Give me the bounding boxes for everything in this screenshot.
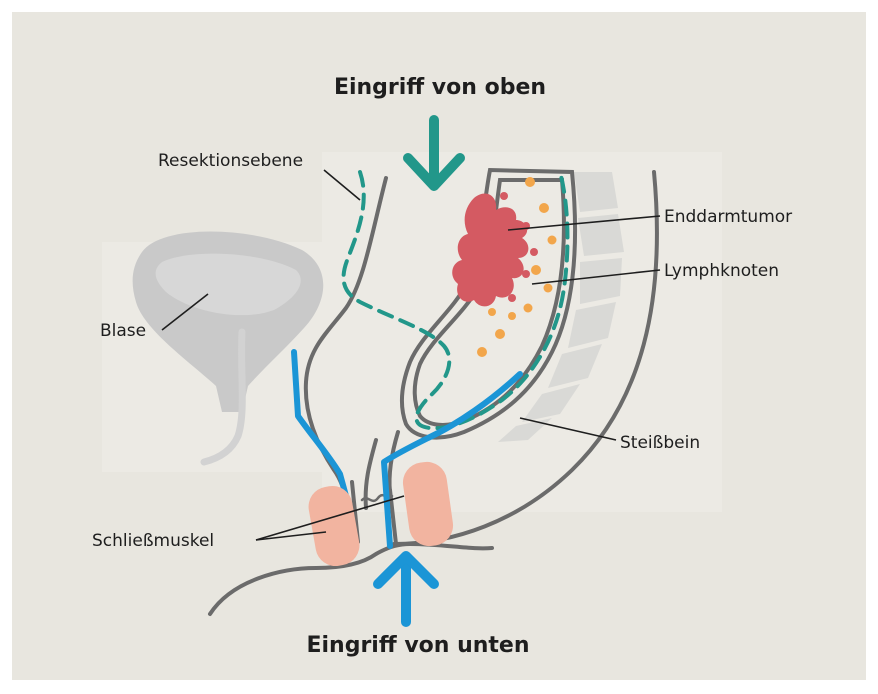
label-bladder: Blase <box>100 321 146 341</box>
anatomy-diagram: Eingriff von oben Eingriff von unten Res… <box>12 12 866 680</box>
label-tumor: Enddarmtumor <box>664 207 792 227</box>
label-coccyx: Steißbein <box>620 433 700 453</box>
label-lymph-nodes: Lymphknoten <box>664 261 779 281</box>
diagram-canvas: Eingriff von oben Eingriff von unten Res… <box>12 12 866 680</box>
title-bottom: Eingriff von unten <box>306 633 529 658</box>
label-sphincter: Schließmuskel <box>92 531 214 551</box>
backdrop-panel <box>322 152 722 512</box>
label-resection-plane: Resektionsebene <box>158 151 303 171</box>
title-top: Eingriff von oben <box>334 75 546 100</box>
arrow-up-icon <box>378 556 434 622</box>
